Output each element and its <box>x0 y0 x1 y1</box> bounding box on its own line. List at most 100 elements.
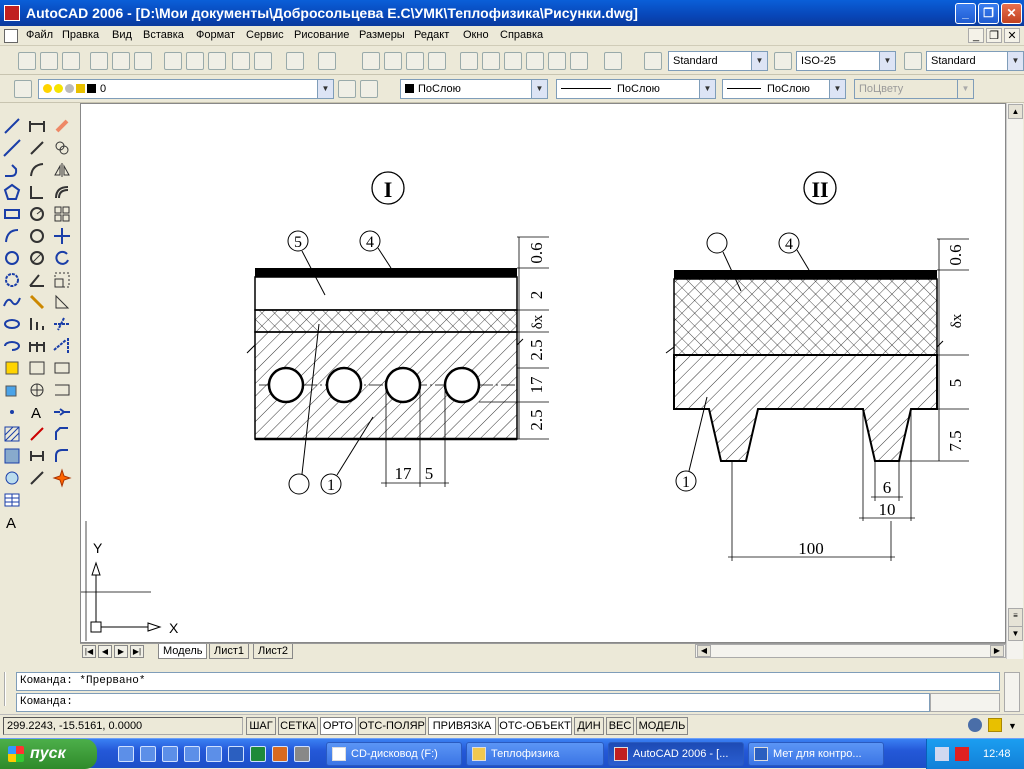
ellipse-icon[interactable] <box>2 314 22 334</box>
zoom-window-icon[interactable] <box>406 52 424 70</box>
restore-button[interactable]: ❐ <box>978 3 999 24</box>
region-icon[interactable] <box>2 468 22 488</box>
help-icon[interactable] <box>604 52 622 70</box>
menu-edit[interactable]: Правка <box>62 29 100 41</box>
make-layer-current-icon[interactable] <box>338 80 356 98</box>
cut-icon[interactable] <box>164 52 182 70</box>
sheet-set-icon[interactable] <box>526 52 544 70</box>
scroll-right-icon[interactable]: ▶ <box>990 645 1004 657</box>
task-folder[interactable]: Теплофизика <box>466 742 604 766</box>
doc-restore-button[interactable]: ❐ <box>986 28 1002 43</box>
zoom-previous-icon[interactable] <box>428 52 446 70</box>
publish-icon[interactable] <box>134 52 152 70</box>
make-block-icon[interactable] <box>2 380 22 400</box>
offset-icon[interactable] <box>52 182 72 202</box>
menu-tools[interactable]: Сервис <box>246 29 284 41</box>
dyn-toggle[interactable]: ДИН <box>574 717 604 735</box>
model-toggle[interactable]: МОДЕЛЬ <box>636 717 688 735</box>
paste-icon[interactable] <box>208 52 226 70</box>
layer-manager-icon[interactable] <box>14 80 32 98</box>
vertical-scrollbar[interactable]: ▲ ≡ ▼ <box>1006 103 1023 659</box>
text-style-icon[interactable] <box>644 52 662 70</box>
linetype-select[interactable]: ПоСлою▼ <box>556 79 716 99</box>
save-icon[interactable] <box>62 52 80 70</box>
chevron-down-icon[interactable]: ▼ <box>531 80 547 98</box>
coordinate-display[interactable]: 299.2243, -15.5161, 0.0000 <box>3 717 243 735</box>
block-editor-icon[interactable] <box>254 52 272 70</box>
horizontal-scrollbar[interactable]: ◀ ▶ <box>695 644 1006 658</box>
scroll-thumb[interactable]: ≡ <box>1008 608 1023 628</box>
print-preview-icon[interactable] <box>112 52 130 70</box>
menu-view[interactable]: Вид <box>112 29 132 41</box>
chevron-down-icon[interactable]: ▼ <box>317 80 333 98</box>
chevron-down-icon[interactable]: ▼ <box>699 80 715 98</box>
polyline-icon[interactable] <box>2 160 22 180</box>
break-icon[interactable] <box>52 380 72 400</box>
dimension-edit-icon[interactable] <box>27 424 47 444</box>
network-tray-icon[interactable] <box>935 747 949 761</box>
scroll-left-icon[interactable]: ◀ <box>697 645 711 657</box>
line-icon[interactable] <box>2 116 22 136</box>
task-cd-drive[interactable]: CD-дисковод (F:) <box>326 742 462 766</box>
otrack-toggle[interactable]: ОТС-ОБЪЕКТ <box>498 717 572 735</box>
last-tab-icon[interactable]: ▶| <box>130 645 144 658</box>
ellipse-arc-icon[interactable] <box>2 336 22 356</box>
match-properties-icon[interactable] <box>232 52 250 70</box>
dim-style-icon[interactable] <box>774 52 792 70</box>
redo-icon[interactable] <box>318 52 336 70</box>
diameter-dimension-icon[interactable] <box>27 248 47 268</box>
app-quicklaunch-icon[interactable] <box>184 746 200 762</box>
break-at-point-icon[interactable] <box>52 358 72 378</box>
pan-icon[interactable] <box>362 52 380 70</box>
multiline-text-icon[interactable]: A <box>2 512 22 532</box>
join-icon[interactable] <box>52 402 72 422</box>
move-icon[interactable] <box>52 226 72 246</box>
ordinate-dimension-icon[interactable] <box>27 182 47 202</box>
word-quicklaunch-icon[interactable] <box>228 746 244 762</box>
arc-length-icon[interactable] <box>27 160 47 180</box>
osnap-toggle[interactable]: ПРИВЯЗКА <box>428 717 496 735</box>
document-icon[interactable] <box>4 29 18 43</box>
gradient-icon[interactable] <box>2 446 22 466</box>
ortho-toggle[interactable]: ОРТО <box>320 717 356 735</box>
start-button[interactable]: пуск <box>0 739 97 769</box>
layer-previous-icon[interactable] <box>360 80 378 98</box>
lwt-toggle[interactable]: ВЕС <box>606 717 634 735</box>
first-tab-icon[interactable]: |◀ <box>82 645 96 658</box>
tool-palettes-icon[interactable] <box>504 52 522 70</box>
array-icon[interactable] <box>52 204 72 224</box>
tolerance-icon[interactable] <box>27 380 47 400</box>
snap-toggle[interactable]: ШАГ <box>246 717 276 735</box>
menu-modify[interactable]: Редакт <box>414 29 450 41</box>
powerpoint-quicklaunch-icon[interactable] <box>272 746 288 762</box>
minimize-button[interactable]: _ <box>955 3 976 24</box>
quick-dimension-icon[interactable] <box>27 292 47 312</box>
save-quicklaunch-icon[interactable] <box>140 746 156 762</box>
doc-minimize-button[interactable]: _ <box>968 28 984 43</box>
clock[interactable]: 12:48 <box>983 748 1011 760</box>
rectangle-icon[interactable] <box>2 204 22 224</box>
dimension-update-icon[interactable] <box>27 468 47 488</box>
dim-style-select[interactable]: ISO-25▼ <box>796 51 896 71</box>
excel-quicklaunch-icon[interactable] <box>250 746 266 762</box>
properties-icon[interactable] <box>460 52 478 70</box>
scroll-down-icon[interactable]: ▼ <box>1008 626 1023 641</box>
chevron-down-icon[interactable]: ▼ <box>751 52 767 70</box>
scale-icon[interactable] <box>52 270 72 290</box>
chevron-down-icon[interactable]: ▼ <box>829 80 845 98</box>
aligned-dimension-icon[interactable] <box>27 138 47 158</box>
paint-quicklaunch-icon[interactable] <box>206 746 222 762</box>
explode-icon[interactable] <box>52 468 72 488</box>
menu-dimension[interactable]: Размеры <box>359 29 405 41</box>
undo-icon[interactable] <box>286 52 304 70</box>
quick-leader-icon[interactable] <box>27 358 47 378</box>
table-style-select[interactable]: Standard▼ <box>926 51 1024 71</box>
chevron-down-icon[interactable]: ▼ <box>879 52 895 70</box>
fillet-icon[interactable] <box>52 446 72 466</box>
polar-toggle[interactable]: ОТС-ПОЛЯР <box>358 717 426 735</box>
text-style-select[interactable]: Standard▼ <box>668 51 768 71</box>
tab-layout1[interactable]: Лист1 <box>209 644 250 659</box>
dimension-text-edit-icon[interactable] <box>27 446 47 466</box>
status-menu-icon[interactable]: ▼ <box>1008 721 1017 731</box>
command-hscrollbar[interactable] <box>930 693 1000 712</box>
